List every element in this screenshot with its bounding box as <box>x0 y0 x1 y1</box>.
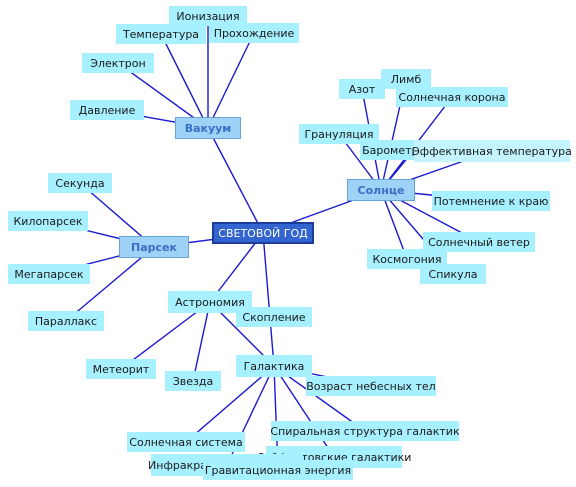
edge-astro-star <box>192 301 211 382</box>
node-year[interactable]: СВЕТОВОЙ ГОД <box>212 222 314 244</box>
node-nitrogen[interactable]: Азот <box>339 79 385 99</box>
node-passage[interactable]: Прохождение <box>209 23 299 43</box>
node-solarsys[interactable]: Солнечная система <box>127 432 245 452</box>
node-gravity[interactable]: Гравитационная энергия <box>203 460 353 480</box>
node-pressure[interactable]: Давление <box>70 100 144 120</box>
edge-year-galaxy <box>262 232 275 367</box>
edge-sun-cosmogony <box>380 189 408 260</box>
node-megaparsec[interactable]: Мегапарсек <box>8 264 90 284</box>
node-astro[interactable]: Астрономия <box>168 291 252 313</box>
node-galaxy[interactable]: Галактика <box>236 355 312 377</box>
node-second[interactable]: Секунда <box>48 173 112 193</box>
node-vacuum[interactable]: Вакуум <box>175 117 241 139</box>
node-spiral[interactable]: Спиральная структура галактик <box>270 421 460 441</box>
edge-vacuum-temperature <box>160 33 209 129</box>
edge-parsec-parallax <box>65 246 155 322</box>
node-cluster[interactable]: Скопление <box>236 307 312 327</box>
node-parallax[interactable]: Параллакс <box>28 311 104 331</box>
node-sun[interactable]: Солнце <box>347 179 415 201</box>
node-parsec[interactable]: Парсек <box>119 236 189 258</box>
node-efftemp[interactable]: Эффективная температура <box>412 140 572 162</box>
node-temperature[interactable]: Температура <box>116 24 206 44</box>
node-solarwind[interactable]: Солнечный ветер <box>423 232 535 252</box>
node-corona[interactable]: Солнечная корона <box>396 87 508 107</box>
edge-vacuum-passage <box>207 32 255 129</box>
node-limb[interactable]: Лимб <box>381 69 431 89</box>
edge-year-vacuum <box>207 127 264 234</box>
node-kiloparsec[interactable]: Килопарсек <box>8 211 88 231</box>
node-granulation[interactable]: Грануляция <box>299 124 379 144</box>
node-age[interactable]: Возраст небесных тел <box>306 376 436 396</box>
node-ionization[interactable]: Ионизация <box>169 6 247 26</box>
edge-astro-meteorite <box>120 301 211 370</box>
edge-galaxy-seyfert <box>273 365 335 458</box>
node-meteorite[interactable]: Метеорит <box>86 359 156 379</box>
node-star[interactable]: Звезда <box>165 371 221 391</box>
edge-galaxy-solarsys <box>185 365 275 443</box>
node-spicule[interactable]: Спикула <box>420 264 486 284</box>
node-electron[interactable]: Электрон <box>82 53 154 73</box>
edge-year-astro <box>209 232 264 303</box>
node-darkening[interactable]: Потемнение к краю <box>432 191 550 211</box>
